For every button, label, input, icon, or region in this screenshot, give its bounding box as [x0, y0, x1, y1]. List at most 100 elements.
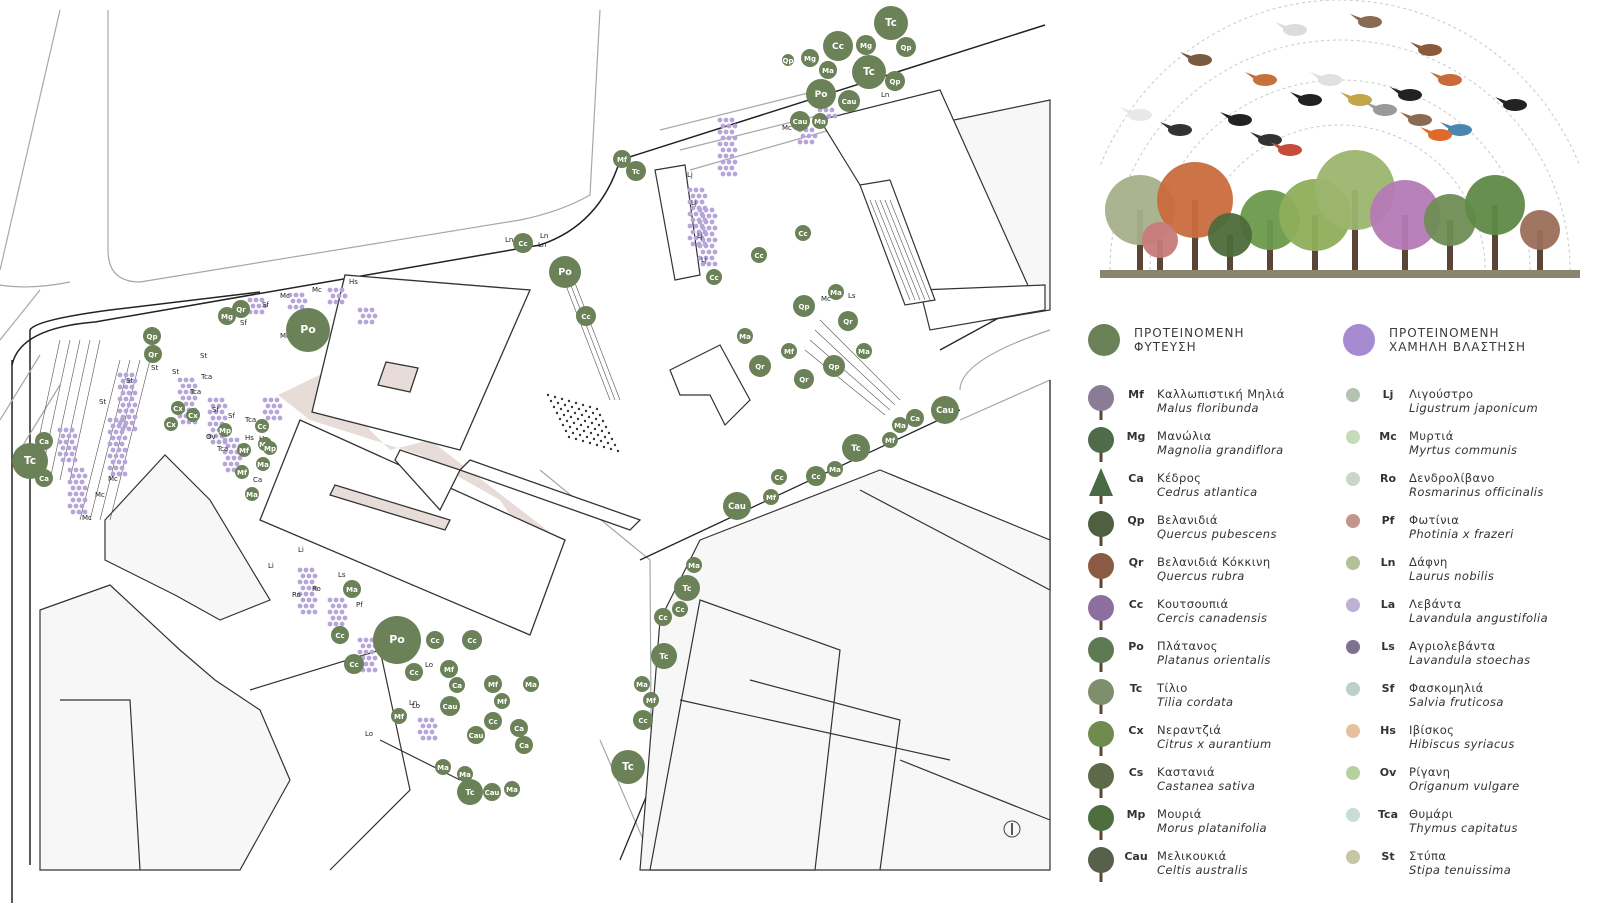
legend-latin-name: Celtis australis: [1157, 863, 1249, 877]
tree-marker-ma: Ma: [245, 487, 259, 501]
shrub-dot: [342, 293, 348, 299]
shrub-dot: [82, 509, 88, 515]
shrub-swatch: [1346, 556, 1360, 570]
shrub-dot: [309, 579, 315, 585]
shrub-dot: [113, 465, 119, 471]
tree-marker-cc: Cc: [255, 419, 269, 433]
shrub-dot: [712, 213, 718, 219]
shrub-dot: [79, 479, 85, 485]
tree-marker-cau: Cau: [440, 696, 460, 716]
bird-icon: [1408, 114, 1432, 126]
shrub-dot: [720, 135, 726, 141]
tree-icon: [1088, 511, 1114, 546]
shrub-dot: [700, 261, 706, 267]
shrub-dot: [333, 299, 339, 305]
tree-marker-label: Cx: [173, 405, 183, 413]
shrub-dot: [297, 567, 303, 573]
legend-latin-name: Myrtus communis: [1409, 443, 1518, 457]
tree-marker-po: Po: [373, 616, 421, 664]
tree-marker-label: Mf: [766, 494, 777, 502]
tree-canopy: [1465, 175, 1525, 235]
shrub-dot: [429, 717, 435, 723]
shrub-code-label: Ca: [253, 476, 262, 484]
shrub-dot: [372, 655, 378, 661]
shrub-dot: [265, 403, 271, 409]
shrub-dot: [700, 249, 706, 255]
shrub-dot: [432, 735, 438, 741]
shrub-code-label: Li: [268, 562, 274, 570]
tree-marker-mg: Mg: [218, 307, 236, 325]
tree-icon: [1088, 385, 1114, 420]
shrub-code-label: Li: [298, 546, 304, 554]
legend-latin-name: Photinia x frazeri: [1409, 527, 1514, 541]
tree-marker-ca: Ca: [510, 719, 528, 737]
shrub-dot: [690, 205, 696, 211]
tree-marker-cau: Cau: [723, 492, 751, 520]
legend-code: Mg: [1126, 430, 1146, 443]
tree-marker-label: Cau: [469, 732, 484, 740]
shrub-dot: [189, 377, 195, 383]
tree-marker-label: Ma: [346, 586, 358, 594]
tree-marker-label: Mg: [221, 313, 233, 321]
tree-marker-label: Ma: [830, 289, 842, 297]
tree-marker-label: Cx: [188, 412, 198, 420]
shrub-dot: [129, 396, 135, 402]
shrub-dot: [123, 372, 129, 378]
shrub-swatch: [1346, 640, 1360, 654]
legend-code: Ro: [1379, 472, 1397, 485]
tree-marker-cc: Cc: [672, 601, 688, 617]
shrub-dot: [417, 729, 423, 735]
shrub-dot: [720, 123, 726, 129]
shrub-dot: [357, 637, 363, 643]
shrub-code-label: Hs: [245, 434, 254, 442]
shrub-dot: [327, 287, 333, 293]
tree-marker-label: Cc: [409, 669, 418, 677]
legend-latin-name: Castanea sativa: [1157, 779, 1256, 793]
shrub-code-label: Ro: [292, 591, 301, 599]
tree-marker-cc: Cc: [795, 225, 811, 241]
legend-greek-name: Ρίγανη: [1409, 765, 1451, 779]
shrub-dot: [299, 292, 305, 298]
tree-marker-qr: Qr: [232, 300, 250, 318]
tree-marker-label: Ma: [459, 771, 471, 779]
legend-greek-name: Δάφνη: [1409, 555, 1448, 569]
shrub-dot: [132, 378, 138, 384]
shrub-dot: [363, 661, 369, 667]
shrub-dot: [222, 461, 228, 467]
shrub-dot: [693, 235, 699, 241]
shrub-dot: [180, 395, 186, 401]
shrub-dot: [253, 297, 259, 303]
shrub-dot: [60, 433, 66, 439]
tree-marker-mg: Mg: [801, 49, 819, 67]
shrub-dot: [126, 378, 132, 384]
shrub-dot: [366, 643, 372, 649]
tree-marker-cc: Cc: [706, 269, 722, 285]
tree-marker-label: Cc: [709, 274, 718, 282]
shrub-swatch: [1346, 850, 1360, 864]
shrub-code-label: Lo: [425, 661, 433, 669]
shrub-dot: [69, 427, 75, 433]
tree-marker-qp: Qp: [823, 355, 845, 377]
tree-marker-ca: Ca: [515, 736, 533, 754]
legend-greek-name: Ιβίσκος: [1409, 723, 1455, 737]
shrub-dot: [122, 423, 128, 429]
tree-marker-label: Ma: [506, 786, 518, 794]
shrub-code-label: Ov: [206, 433, 216, 441]
shrub-dot: [222, 415, 228, 421]
shrub-dot: [222, 437, 228, 443]
tree-marker-label: Cau: [793, 118, 808, 126]
tree-marker-label: Tc: [632, 168, 640, 176]
shrub-dot: [429, 729, 435, 735]
tree-icon: [1088, 763, 1114, 798]
shrub-dot: [213, 433, 219, 439]
shrub-dot: [312, 585, 318, 591]
legend-code: Mc: [1379, 430, 1397, 443]
shrub-dot: [303, 603, 309, 609]
shrub-swatch: [1346, 472, 1360, 486]
tree-marker-tc: Tc: [674, 575, 700, 601]
